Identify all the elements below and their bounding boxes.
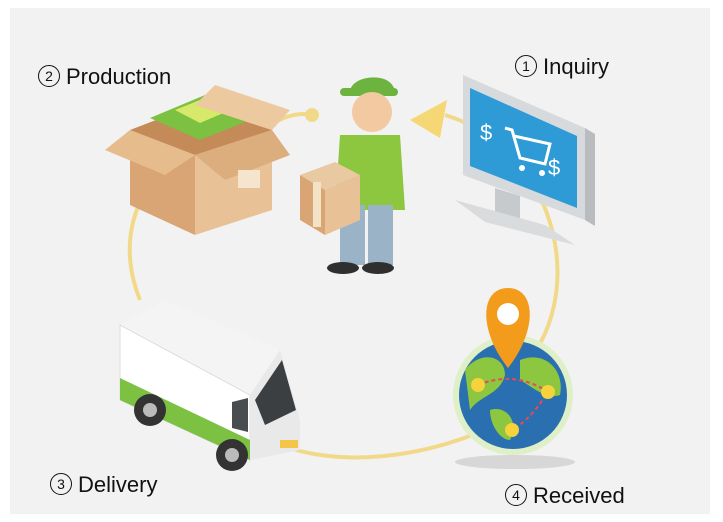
delivery-worker-icon xyxy=(300,77,405,274)
svg-text:$: $ xyxy=(548,155,560,180)
cycle-arrow-icon xyxy=(410,100,447,138)
step-text: Production xyxy=(66,64,172,89)
step-received-label: 4 Received xyxy=(505,483,625,509)
step-text: Inquiry xyxy=(543,54,610,79)
globe-with-location-pin-icon xyxy=(453,288,575,469)
step-inquiry-label: 1 Inquiry xyxy=(515,54,609,80)
step-text: Delivery xyxy=(78,472,158,497)
svg-text:$: $ xyxy=(480,120,492,145)
step-number: 1 xyxy=(515,55,537,77)
step-text: Received xyxy=(533,483,625,508)
step-number: 3 xyxy=(50,473,72,495)
delivery-van-icon xyxy=(119,300,300,471)
step-production-label: 2 Production xyxy=(38,64,171,90)
computer-monitor-cart-icon: $ $ xyxy=(455,75,595,245)
step-number: 4 xyxy=(505,484,527,506)
step-number: 2 xyxy=(38,65,60,87)
open-box-with-money-icon xyxy=(105,85,290,235)
step-delivery-label: 3 Delivery xyxy=(50,472,157,498)
